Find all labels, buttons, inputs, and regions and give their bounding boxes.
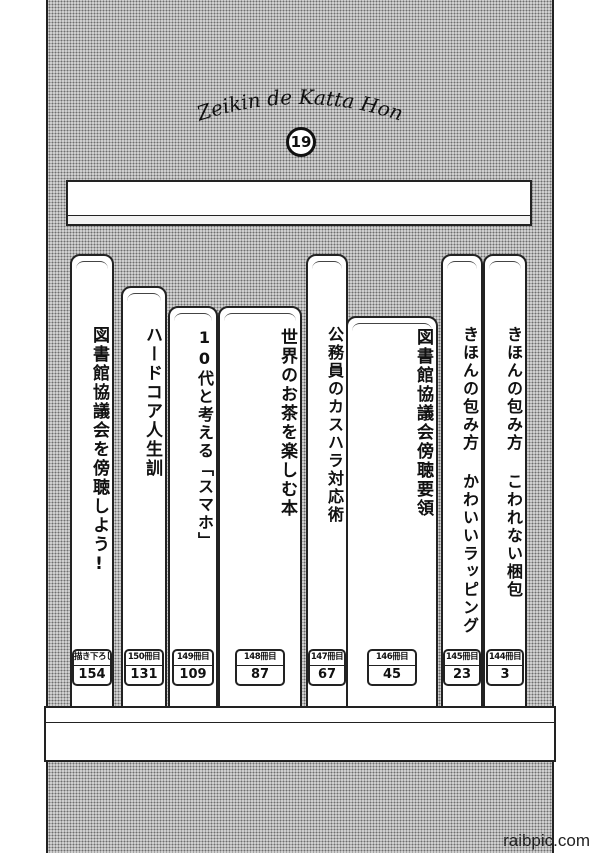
volume-number-badge: 19 bbox=[286, 127, 316, 157]
book-title: 世界のお茶を楽しむ本 bbox=[277, 328, 297, 518]
book-label: 149冊目 109 bbox=[172, 649, 214, 686]
book-spine[interactable]: 図書館協議会傍聴要領 146冊目 45 bbox=[346, 316, 438, 710]
shelf-board bbox=[44, 706, 556, 762]
book-spine[interactable]: 図書館協議会を傍聴しよう! 描き下ろし 154 bbox=[70, 254, 114, 710]
book-label: 146冊目 45 bbox=[367, 649, 417, 686]
book-title: きほんの包み方 かわいいラッピング bbox=[460, 326, 479, 635]
book-spine[interactable]: きほんの包み方 かわいいラッピング 145冊目 23 bbox=[441, 254, 483, 710]
volume-number: 19 bbox=[290, 133, 312, 151]
book-label: 145冊目 23 bbox=[443, 649, 481, 686]
label-page: 87 bbox=[250, 667, 270, 682]
label-episode: 描き下ろし bbox=[74, 651, 110, 666]
label-episode: 146冊目 bbox=[369, 651, 415, 666]
series-title: Zeikin de Katta Hon bbox=[193, 85, 406, 126]
label-episode: 147冊目 bbox=[310, 651, 344, 666]
label-page: 109 bbox=[179, 667, 207, 682]
svg-text:Zeikin de Katta Hon: Zeikin de Katta Hon bbox=[193, 85, 406, 126]
book-label: 147冊目 67 bbox=[308, 649, 346, 686]
book-title: 図書館協議会を傍聴しよう! bbox=[89, 326, 109, 576]
label-page: 67 bbox=[317, 667, 337, 682]
book-label: 描き下ろし 154 bbox=[72, 649, 112, 686]
label-episode: 150冊目 bbox=[126, 651, 162, 666]
book-title: ハードコア人生訓 bbox=[142, 326, 162, 478]
book-spine[interactable]: きほんの包み方 こわれない梱包 144冊目 3 bbox=[483, 254, 527, 710]
label-page: 131 bbox=[130, 667, 158, 682]
book-spine[interactable]: ハードコア人生訓 150冊目 131 bbox=[121, 286, 167, 710]
label-page: 3 bbox=[500, 667, 510, 682]
book-title: 10代と考える「スマホ」 bbox=[195, 328, 214, 550]
label-episode: 148冊目 bbox=[237, 651, 283, 666]
watermark: raibpic.com bbox=[503, 831, 590, 850]
book-label: 144冊目 3 bbox=[486, 649, 524, 686]
label-episode: 144冊目 bbox=[488, 651, 522, 666]
book-title: きほんの包み方 こわれない梱包 bbox=[504, 326, 523, 599]
book-title: 図書館協議会傍聴要領 bbox=[413, 328, 433, 518]
label-episode: 145冊目 bbox=[445, 651, 479, 666]
upper-shelf-board bbox=[66, 180, 532, 226]
book-spine[interactable]: 公務員のカスハラ対応術 147冊目 67 bbox=[306, 254, 348, 710]
book-title: 公務員のカスハラ対応術 bbox=[325, 326, 344, 524]
label-page: 45 bbox=[382, 667, 402, 682]
book-label: 148冊目 87 bbox=[235, 649, 285, 686]
book-spine[interactable]: 10代と考える「スマホ」 149冊目 109 bbox=[168, 306, 218, 710]
label-page: 154 bbox=[78, 667, 106, 682]
label-page: 23 bbox=[452, 667, 472, 682]
label-episode: 149冊目 bbox=[174, 651, 212, 666]
book-spine[interactable]: 世界のお茶を楽しむ本 148冊目 87 bbox=[218, 306, 302, 712]
series-title-arc: Zeikin de Katta Hon bbox=[193, 85, 406, 126]
book-label: 150冊目 131 bbox=[124, 649, 164, 686]
